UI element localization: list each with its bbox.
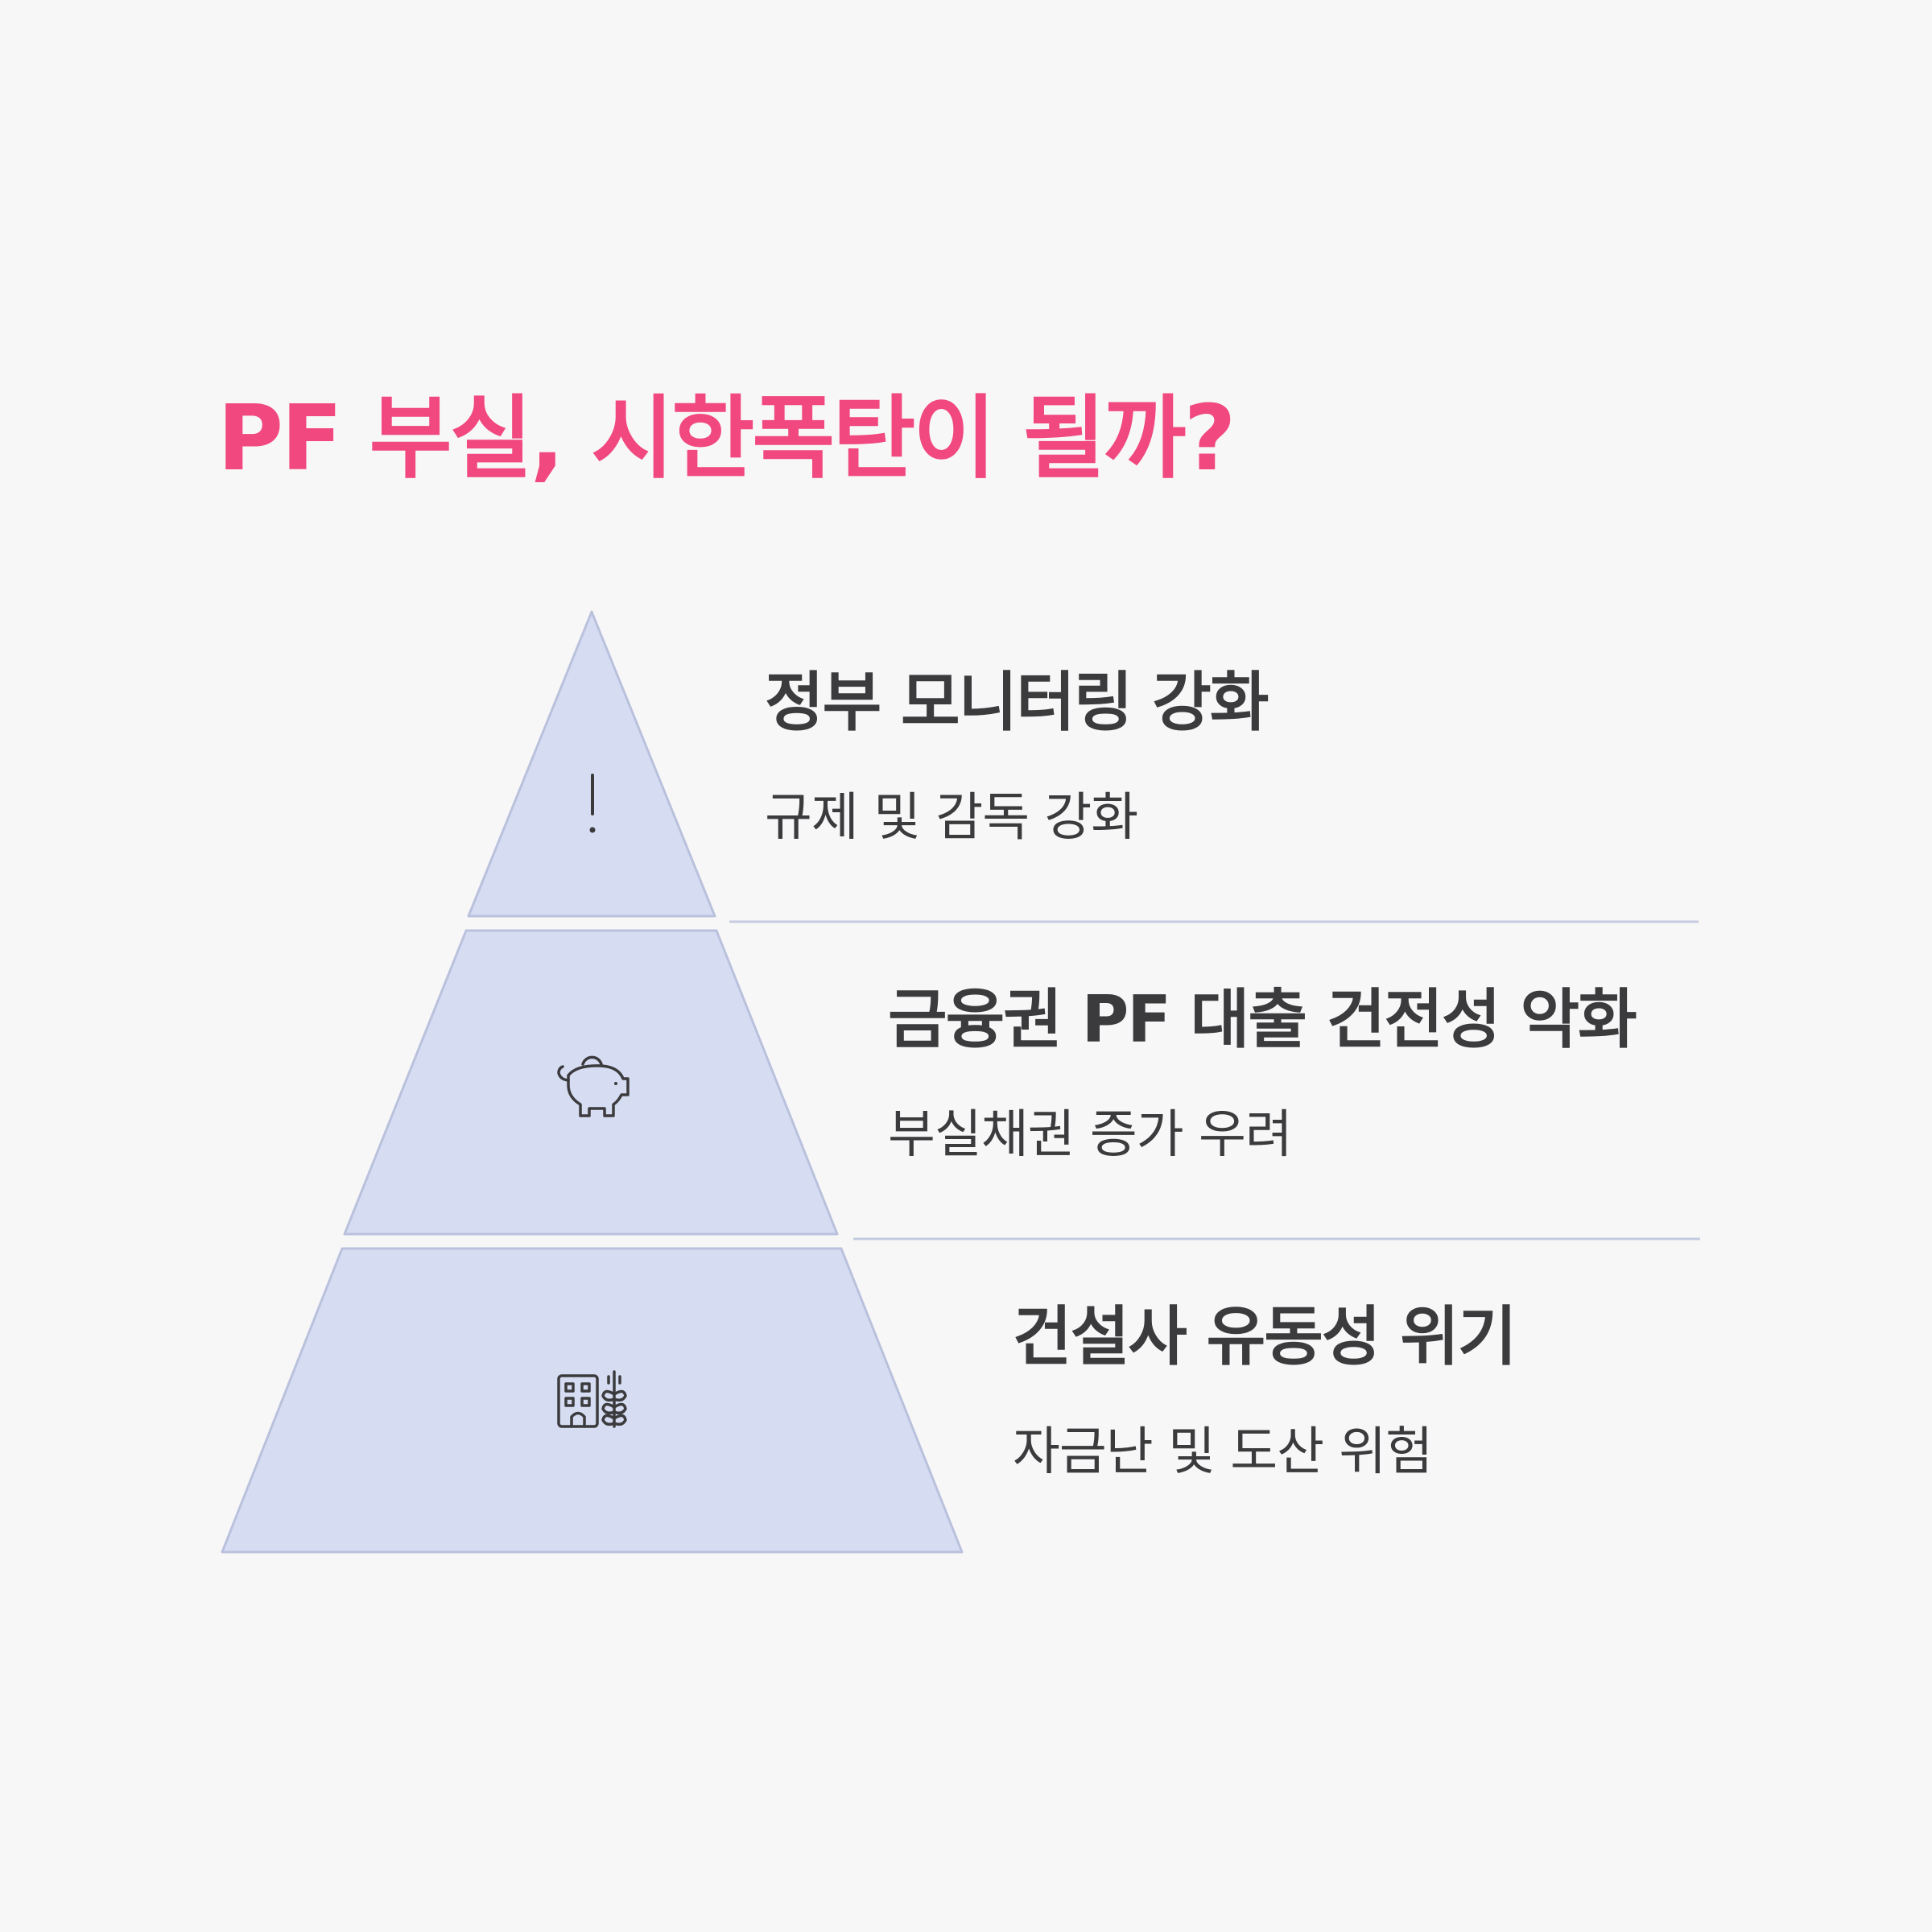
- building-wheat-icon: [557, 1370, 627, 1428]
- page-title: PF 부실, 시한폭탄이 될까?: [217, 386, 1236, 491]
- pyramid-tier-middle: [343, 929, 839, 1236]
- tier-top-description: 규제 및 감독 강화: [765, 788, 1138, 848]
- tier-middle-heading: 금융권 PF 대출 건전성 악화: [888, 982, 1637, 1057]
- tier-bottom-description: 자금난 및 도산 위험: [1013, 1422, 1433, 1482]
- tier-bottom-heading: 건설사 유동성 위기: [1013, 1299, 1517, 1374]
- piggy-bank-icon: [557, 1055, 630, 1117]
- tier-middle-description: 부실채권 증가 우려: [888, 1105, 1293, 1165]
- exclamation-icon: [589, 774, 596, 833]
- pyramid-tier-top: [467, 610, 716, 918]
- tier-top-heading: 정부 모니터링 강화: [765, 665, 1269, 740]
- pyramid-tier-bottom: [221, 1247, 964, 1554]
